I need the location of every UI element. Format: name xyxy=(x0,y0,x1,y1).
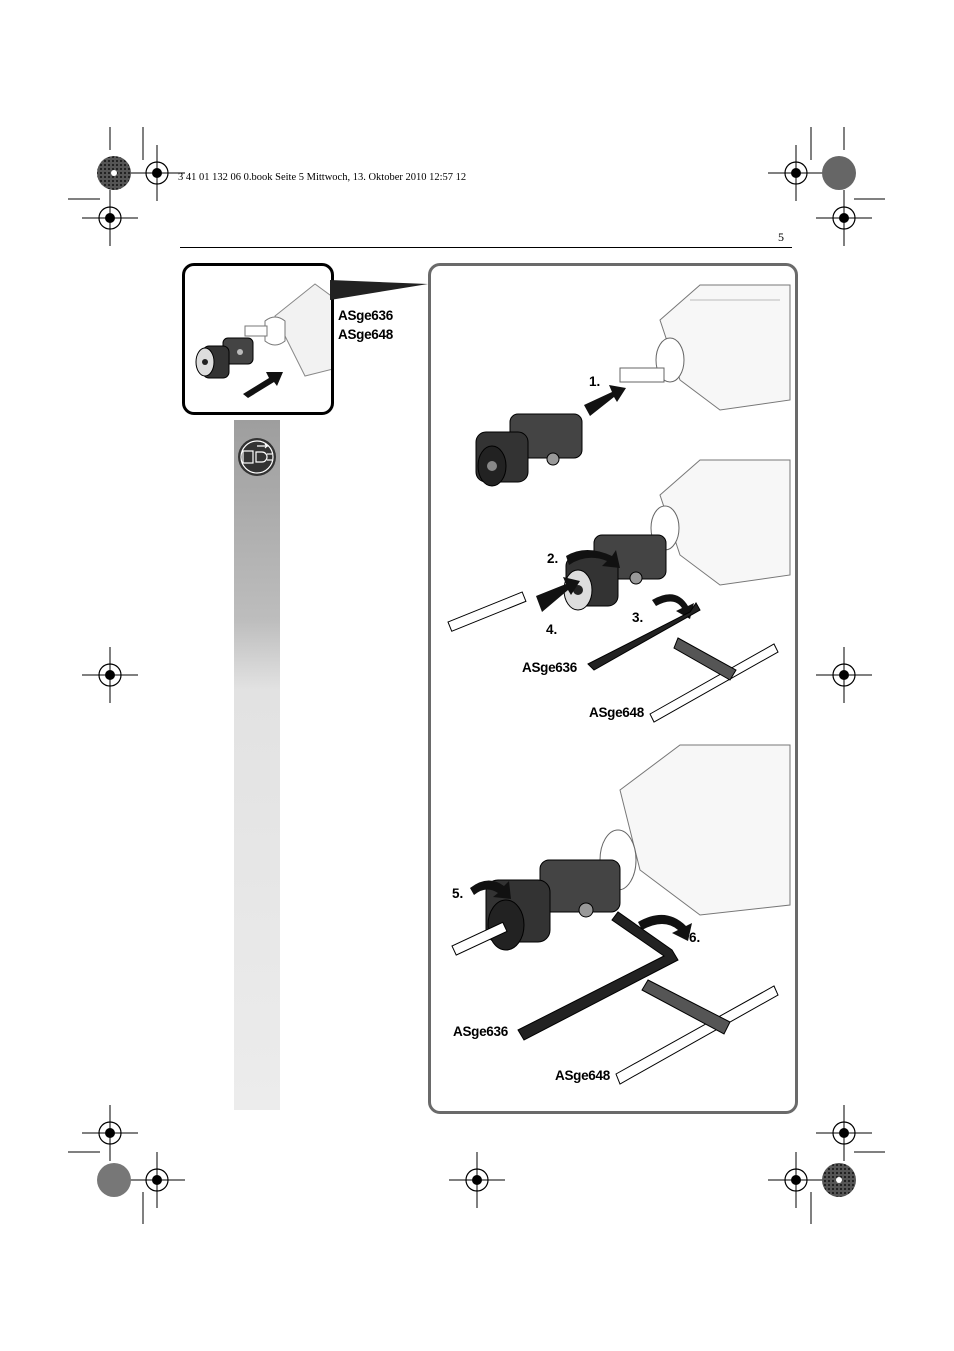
rotate-arrow-icon xyxy=(470,880,511,899)
chuck-adapter-3 xyxy=(485,859,621,951)
plug-icon xyxy=(238,438,276,476)
push-arrow-icon xyxy=(584,385,626,416)
rotate-arrow-icon xyxy=(652,594,694,619)
sidebar-strip xyxy=(234,420,280,1110)
drill-bit-2 xyxy=(451,921,508,956)
step-1-label: 1. xyxy=(589,374,601,389)
t-wrench-2 xyxy=(615,979,779,1085)
color-calibration-disc-icon xyxy=(97,1163,131,1197)
tool-body-2 xyxy=(650,459,791,586)
drill-bit-1 xyxy=(447,591,527,632)
rotate-arrow-icon xyxy=(638,914,692,941)
inset-drawing xyxy=(195,283,331,398)
step-6-label: 6. xyxy=(689,930,701,945)
inset-figure xyxy=(182,263,334,415)
page-number: 5 xyxy=(778,230,784,244)
step-3-label: 3. xyxy=(632,610,644,625)
t-wrench-1 xyxy=(649,637,779,723)
tool-body-1 xyxy=(619,284,791,411)
tool-body-3 xyxy=(599,744,791,916)
hex-wrench-1 xyxy=(587,602,701,671)
wrench-label-asge636-bottom: ASge636 xyxy=(453,1024,508,1039)
wrench-label-asge648-bottom: ASge648 xyxy=(555,1068,610,1083)
step-5-label: 5. xyxy=(452,886,464,901)
push-arrow-icon xyxy=(243,372,283,398)
chuck-adapter-2 xyxy=(563,534,667,611)
step-2-label: 2. xyxy=(547,551,559,566)
hex-wrench-2 xyxy=(517,911,679,1041)
wrench-label-asge648-top: ASge648 xyxy=(589,705,644,720)
chuck-adapter-1 xyxy=(475,413,583,487)
step-4-label: 4. xyxy=(546,622,558,637)
header-rule xyxy=(180,247,792,248)
wrench-label-asge636-top: ASge636 xyxy=(522,660,577,675)
file-info-line: 3 41 01 132 06 0.book Seite 5 Mittwoch, … xyxy=(178,172,467,183)
inset-model-label-2: ASge648 xyxy=(338,327,393,342)
rotate-arrow-icon xyxy=(566,550,620,568)
push-arrow-icon xyxy=(536,577,580,612)
color-calibration-disc-icon xyxy=(822,156,856,190)
inset-model-label-1: ASge636 xyxy=(338,308,393,323)
